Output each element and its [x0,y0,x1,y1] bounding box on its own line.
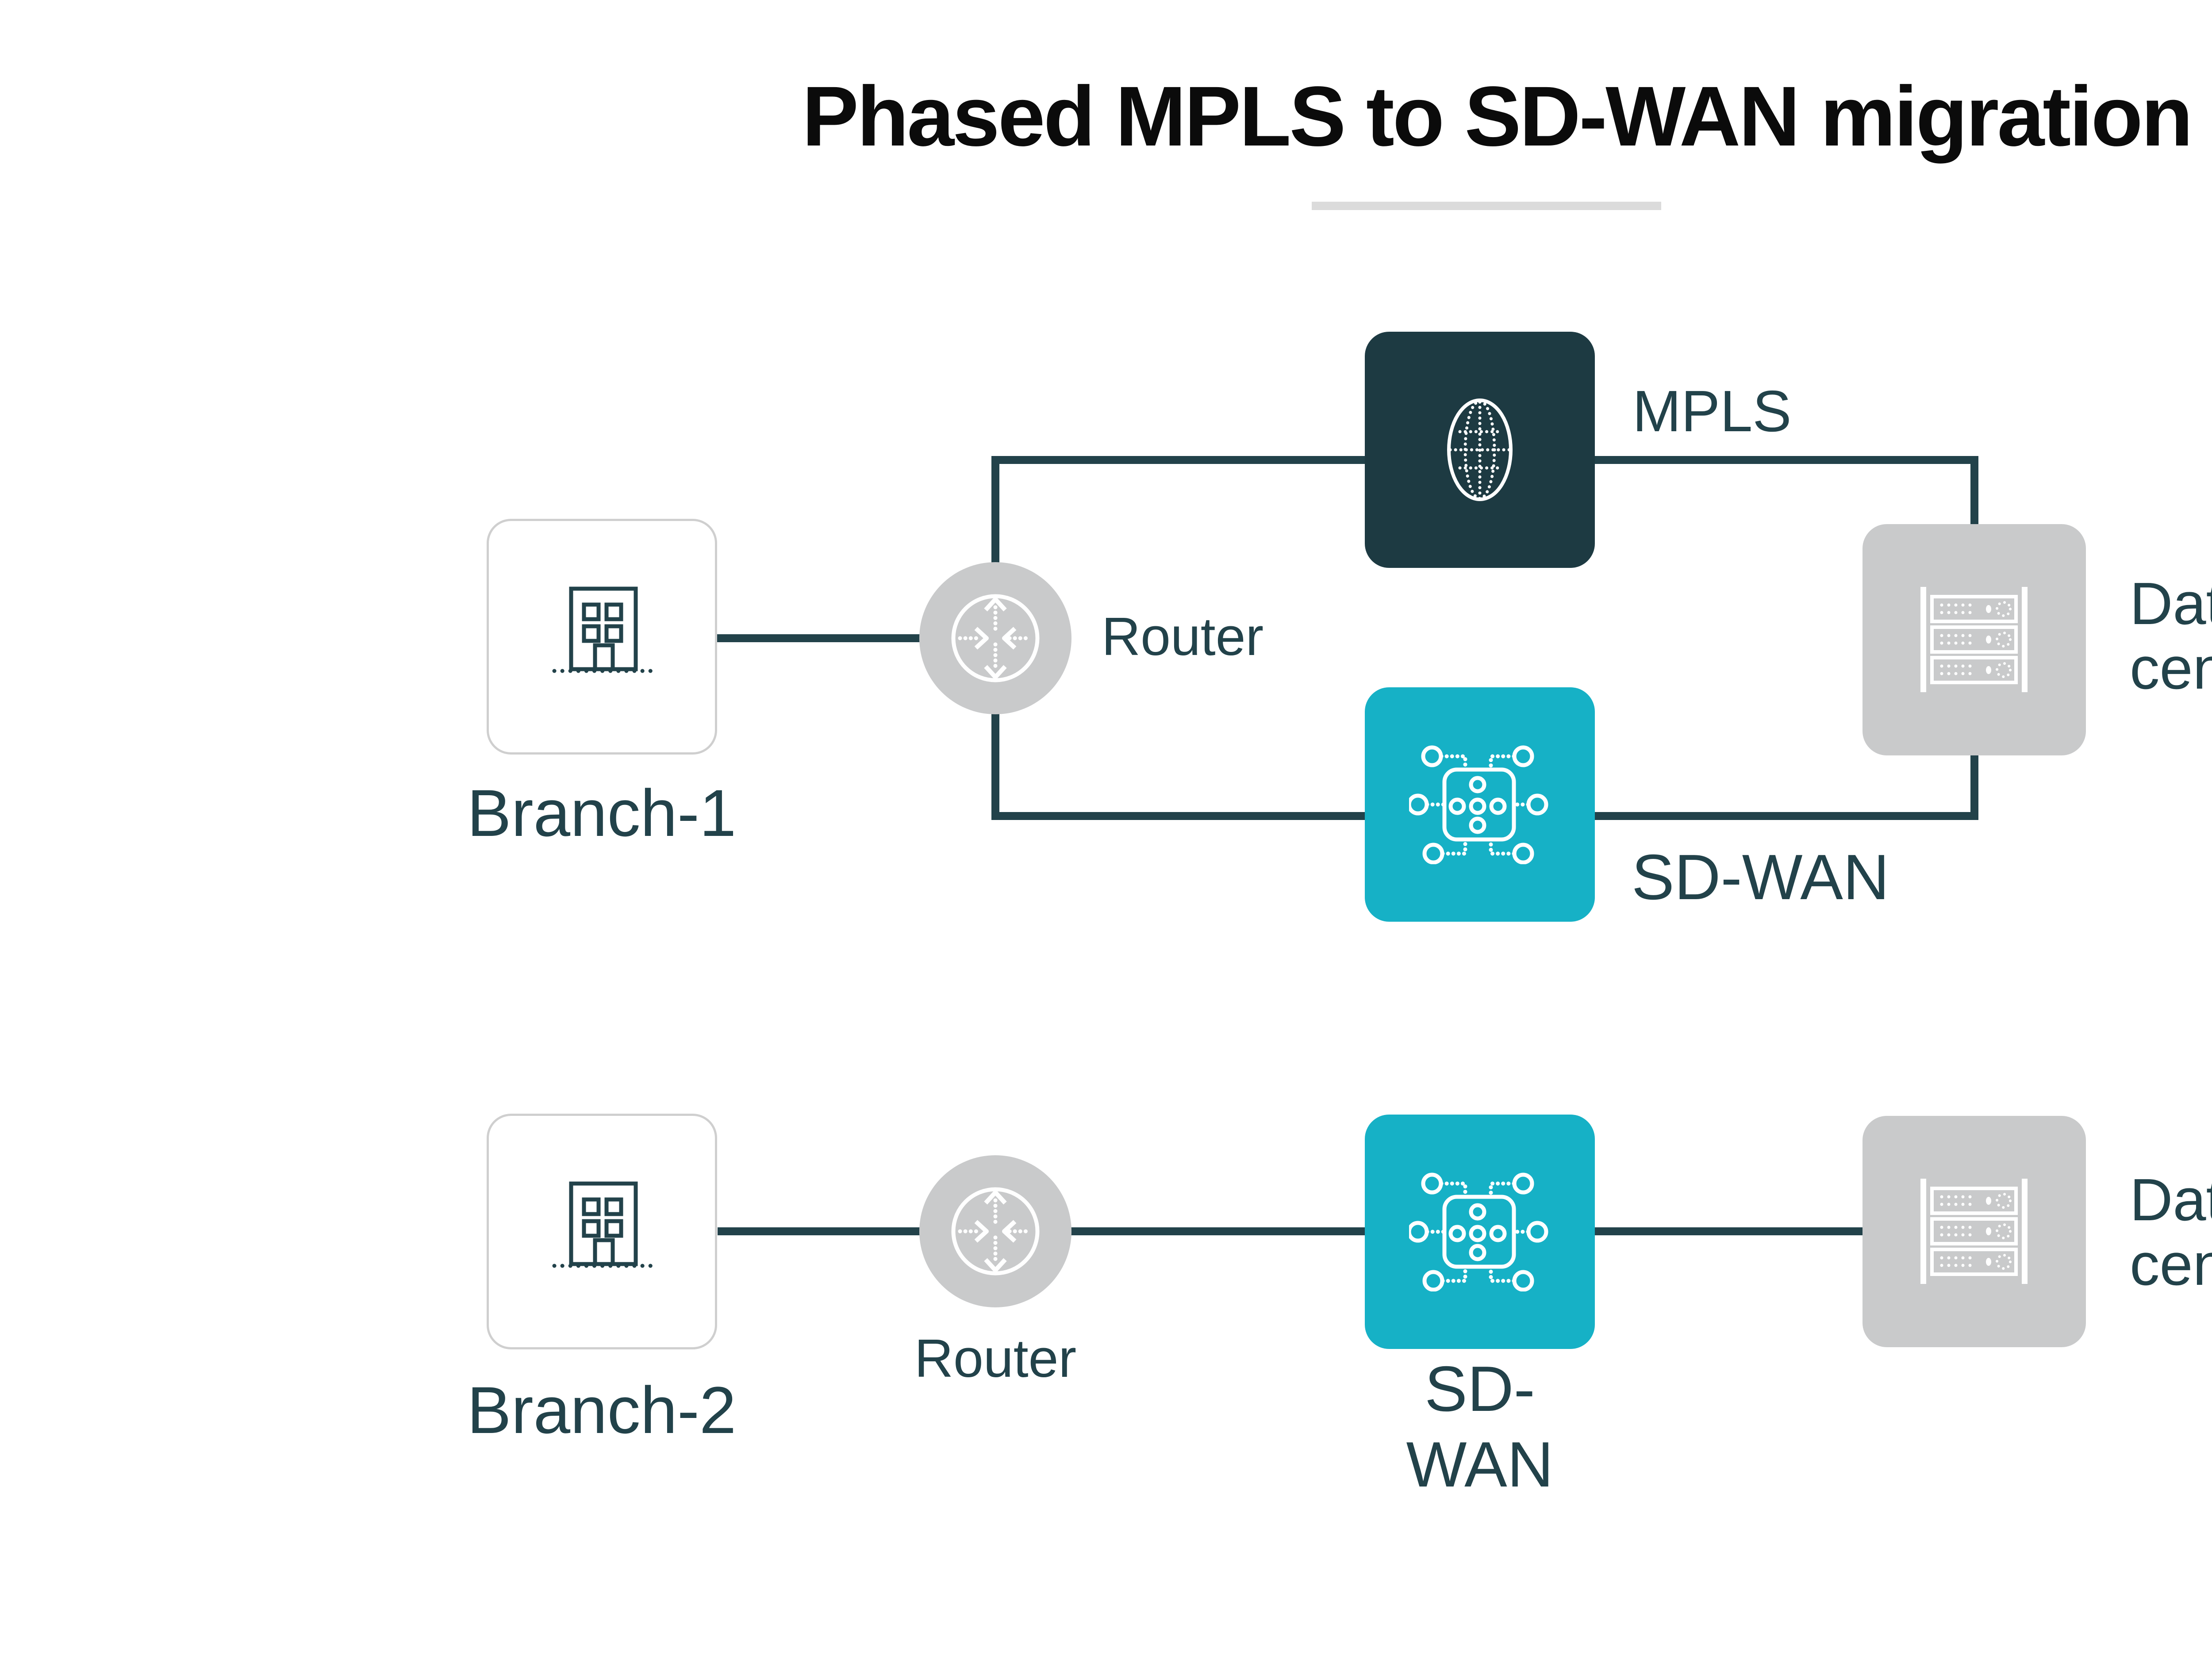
mesh-network-icon [1409,1172,1548,1291]
datacenter-2-label: Data center-2 [2130,1166,2212,1298]
mpls-node [1365,332,1595,568]
datacenter-2-node [1863,1116,2086,1347]
datacenter-1-node [1863,524,2086,755]
sdwan-1-label: SD-WAN [1632,841,1889,913]
sdwan-1-node [1365,687,1595,922]
branch-2-label: Branch-2 [467,1373,737,1447]
router-1-label: Router [1102,606,1264,667]
router-arrows-icon [951,1187,1040,1276]
router-arrows-icon [951,594,1040,682]
page-title: Phased MPLS to SD-WAN migration [802,69,2193,164]
sdwan-2-label: SD-WAN [1406,1353,1554,1501]
globe-icon [1447,398,1513,501]
router-1-node [919,562,1071,714]
title-underline [1312,202,1661,210]
server-rack-icon [1920,1179,2028,1284]
building-icon [552,586,655,673]
mesh-network-icon [1409,745,1548,864]
building-icon [552,1181,655,1268]
connector-row2-horizontal [718,1227,1863,1235]
branch-1-node [487,519,717,755]
server-rack-icon [1920,587,2028,692]
connector-dc1-bottom-vertical [1970,752,1978,820]
mpls-label: MPLS [1632,379,1792,444]
router-2-label: Router [914,1328,1077,1388]
branch-2-node [487,1114,717,1349]
sdwan-2-node [1365,1115,1595,1349]
branch-1-label: Branch-1 [467,776,737,850]
connector-dc1-top-vertical [1970,456,1978,529]
datacenter-1-label: Data center-1 [2130,570,2212,701]
router-2-node [919,1155,1071,1307]
